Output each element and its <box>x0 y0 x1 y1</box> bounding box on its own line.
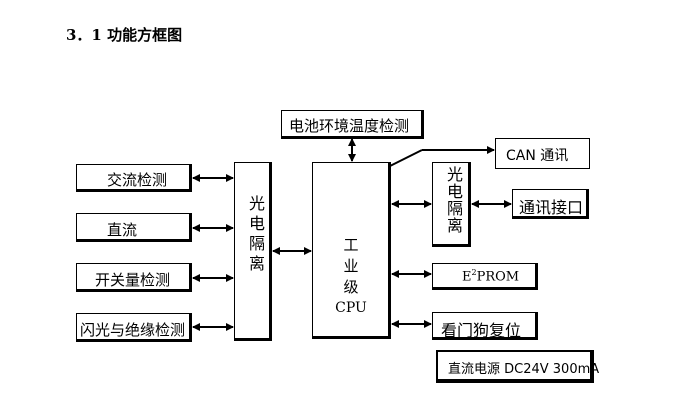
battery-temp-label: 电池环境温度检测 <box>289 117 410 135</box>
can-label: CAN 通讯 <box>506 148 569 164</box>
watchdog-box: 看门狗复位 <box>432 312 538 340</box>
flash-insulation-label: 闪光与绝缘检测 <box>80 321 186 339</box>
ac-detect-label: 交流检测 <box>107 171 168 189</box>
cpu-label-line4: CPU <box>335 300 367 316</box>
battery-temp-box: 电池环境温度检测 <box>281 110 424 139</box>
dc-box: 直流 <box>76 213 192 242</box>
eeprom-label-sup: 2 <box>471 268 477 277</box>
comm-interface-label: 通讯接口 <box>519 198 584 217</box>
isolation-left-box: 光电隔离 <box>234 162 272 341</box>
watchdog-label: 看门狗复位 <box>441 321 522 340</box>
eeprom-label: E2PROM <box>462 268 519 284</box>
line-cpu-to-can-a <box>389 149 423 167</box>
power-label: 直流电源 DC24V 300mA <box>448 362 600 377</box>
section-heading: 3．1 功能方框图 <box>66 26 183 44</box>
comm-interface-box: 通讯接口 <box>512 189 589 219</box>
cpu-box: 工 业 级 CPU <box>312 162 391 339</box>
cpu-label-line2: 业 <box>343 257 359 275</box>
isolation-left-label: 光电隔离 <box>246 195 265 275</box>
eeprom-box: E2PROM <box>432 263 538 290</box>
switch-detect-box: 开关量检测 <box>76 263 192 292</box>
power-box: 直流电源 DC24V 300mA <box>436 350 599 383</box>
isolation-right-box: 光电隔离 <box>432 162 471 247</box>
cpu-label-line3: 级 <box>343 278 359 296</box>
cpu-label: 工 业 级 CPU <box>313 235 389 319</box>
can-box: CAN 通讯 <box>495 138 590 169</box>
dc-label: 直流 <box>107 221 138 239</box>
flash-insulation-box: 闪光与绝缘检测 <box>76 313 192 342</box>
eeprom-label-rest: PROM <box>476 269 520 285</box>
eeprom-label-base: E <box>462 269 472 285</box>
switch-detect-label: 开关量检测 <box>95 271 171 289</box>
cpu-label-line1: 工 <box>343 236 359 254</box>
isolation-right-label: 光电隔离 <box>444 166 463 234</box>
ac-detect-box: 交流检测 <box>76 164 192 192</box>
